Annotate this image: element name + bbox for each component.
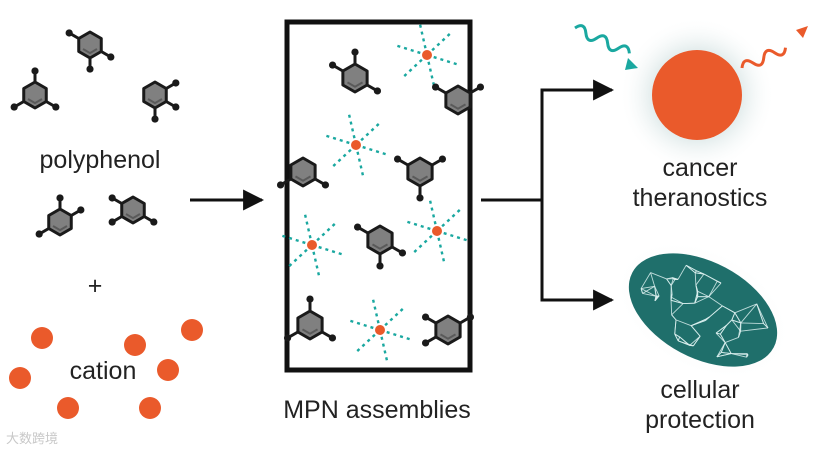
polyphenol-molecule-icon	[36, 194, 85, 237]
nanoparticle-icon	[652, 50, 742, 140]
cancer-theranostics-label: cancer theranostics	[605, 154, 795, 213]
oxygen-atom	[376, 262, 383, 269]
polyphenol-label: polyphenol	[20, 146, 180, 176]
cation-ion-icon	[307, 240, 317, 250]
outgoing-wave-arrowhead	[796, 26, 808, 38]
polyphenol-molecule-icon	[144, 79, 180, 122]
oxygen-atom	[172, 103, 179, 110]
cation-label: cation	[48, 357, 158, 387]
oxygen-atom	[394, 155, 401, 162]
oxygen-atom	[109, 194, 116, 201]
cation-ion-icon	[157, 359, 179, 381]
mpn-assemblies-label: MPN assemblies	[262, 396, 492, 426]
oxygen-atom	[351, 49, 358, 56]
oxygen-atom	[399, 249, 406, 256]
oxygen-atom	[107, 53, 114, 60]
oxygen-atom	[416, 194, 423, 201]
oxygen-atom	[56, 194, 63, 201]
arrow-icon	[542, 200, 612, 300]
mpn-frame-group	[277, 22, 484, 370]
oxygen-atom	[329, 334, 336, 341]
oxygen-atom	[422, 313, 429, 320]
oxygen-atom	[52, 103, 59, 110]
oxygen-atom	[86, 65, 93, 72]
cation-ion-icon	[181, 319, 203, 341]
branch-arrows	[481, 90, 612, 300]
oxygen-atom	[329, 61, 336, 68]
oxygen-atom	[277, 181, 284, 188]
oxygen-atom	[374, 87, 381, 94]
polyphenol-molecule-icon	[11, 67, 60, 110]
cation-ion-icon	[9, 367, 31, 389]
oxygen-atom	[432, 83, 439, 90]
cation-ion-icon	[432, 226, 442, 236]
oxygen-atom	[439, 155, 446, 162]
cellular-line1: cellular	[610, 376, 790, 406]
oxygen-atom	[306, 296, 313, 303]
oxygen-atom	[109, 218, 116, 225]
oxygen-atom	[66, 29, 73, 36]
polyphenol-molecule-icon	[109, 194, 158, 225]
cation-ion-icon	[422, 50, 432, 60]
watermark: 大数跨境	[6, 428, 58, 447]
oxygen-atom	[477, 83, 484, 90]
oxygen-atom	[11, 103, 18, 110]
oxygen-atom	[467, 313, 474, 320]
cation-ion-icon	[375, 325, 385, 335]
cation-ion-icon	[31, 327, 53, 349]
cation-ion-icon	[57, 397, 79, 419]
oxygen-atom	[284, 334, 291, 341]
oxygen-atom	[77, 206, 84, 213]
cation-ion-icon	[139, 397, 161, 419]
oxygen-atom	[322, 181, 329, 188]
oxygen-atom	[172, 79, 179, 86]
oxygen-atom	[151, 115, 158, 122]
incoming-wave-icon	[573, 23, 632, 57]
mesh-line	[671, 300, 672, 315]
cancer-line1: cancer	[605, 154, 795, 184]
oxygen-atom	[36, 230, 43, 237]
mesh-line	[747, 354, 748, 358]
polyphenol-molecules	[11, 29, 180, 237]
cellular-line2: protection	[610, 406, 790, 436]
arrow-icon	[481, 90, 612, 200]
cancer-line2: theranostics	[605, 184, 795, 214]
oxygen-atom	[354, 223, 361, 230]
oxygen-atom	[150, 218, 157, 225]
oxygen-atom	[422, 339, 429, 346]
cation-ion-icon	[124, 334, 146, 356]
cation-ion-icon	[351, 140, 361, 150]
cancer-theranostics-graphic	[573, 17, 808, 173]
plus-sign: +	[75, 272, 115, 302]
cellular-protection-label: cellular protection	[610, 376, 790, 435]
polyphenol-molecule-icon	[66, 29, 115, 72]
oxygen-atom	[31, 67, 38, 74]
